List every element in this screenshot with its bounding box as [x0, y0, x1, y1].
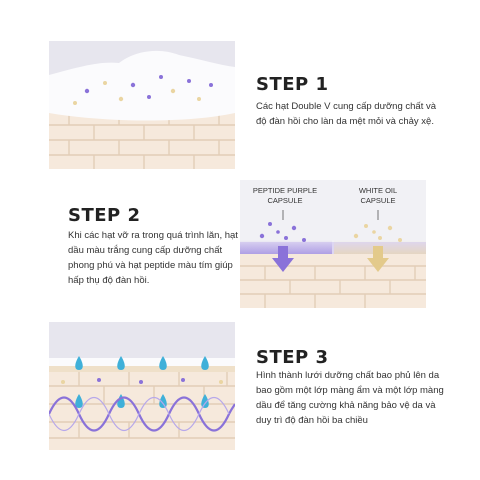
step3-illustration	[49, 322, 235, 450]
step1-title: STEP 1	[256, 74, 329, 95]
step3-title: STEP 3	[256, 347, 329, 368]
step2-illustration: PEPTIDE PURPLE CAPSULE WHITE OIL CAPSULE	[240, 180, 426, 308]
white-oil-capsule-label: WHITE OIL CAPSULE	[358, 186, 398, 205]
step3-description: Hình thành lưới dưỡng chất bao phủ lên d…	[256, 370, 444, 426]
step2-description: Khi các hạt vỡ ra trong quá trình lăn, h…	[68, 230, 238, 286]
step2-title: STEP 2	[68, 205, 141, 226]
step1-illustration	[49, 41, 235, 169]
step1-description: Các hạt Double V cung cấp dưỡng chất và …	[256, 101, 437, 127]
peptide-purple-capsule-label: PEPTIDE PURPLE CAPSULE	[252, 186, 318, 205]
